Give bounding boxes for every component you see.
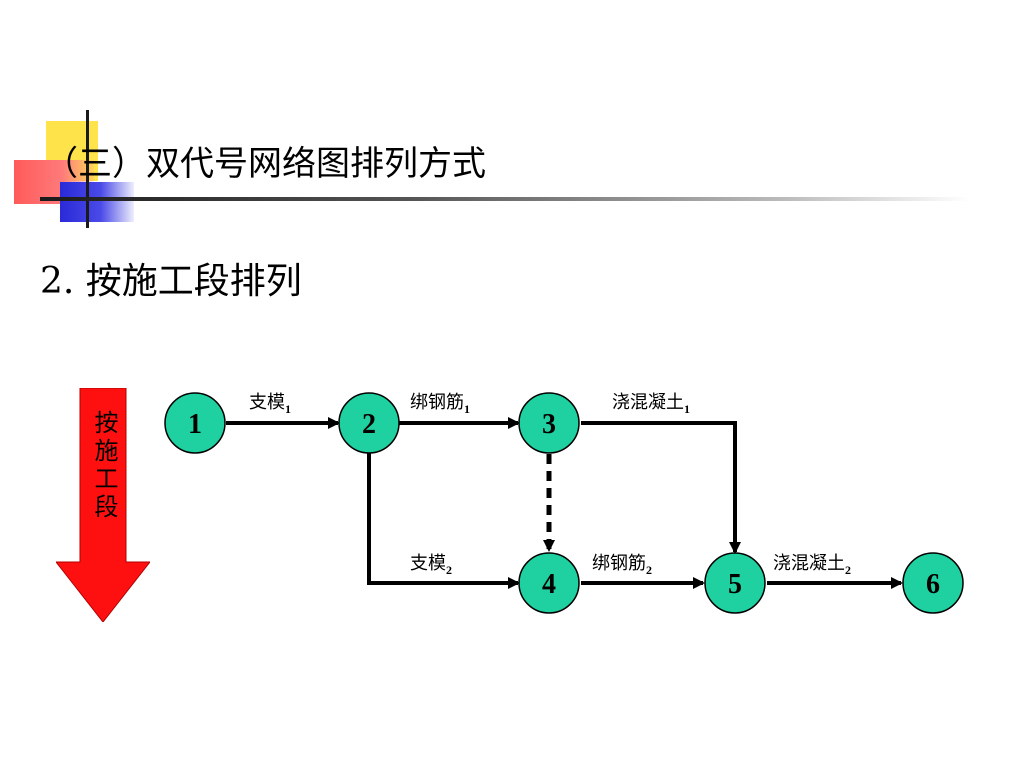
node-1: 1	[164, 392, 226, 454]
edge-label-1-2: 支模1	[249, 392, 291, 416]
edge-label-2-4: 支模2	[410, 553, 452, 577]
node-5-label: 5	[728, 569, 742, 600]
node-2-label: 2	[362, 409, 376, 440]
title-decoration-blue	[60, 182, 134, 222]
side-arrow-label: 按施工段	[90, 410, 118, 522]
edge-3-5	[581, 421, 741, 554]
edge-2-4	[367, 453, 520, 589]
down-arrow-icon	[56, 388, 150, 622]
slide-subtitle: 2. 按施工段排列	[40, 261, 302, 302]
node-2: 2	[338, 392, 400, 454]
node-4-label: 4	[542, 569, 556, 600]
edge-label-2-3: 绑钢筋1	[410, 392, 470, 416]
node-3: 3	[518, 392, 580, 454]
edge-label-4-5: 绑钢筋2	[592, 553, 652, 577]
node-5: 5	[704, 552, 766, 614]
title-underline	[40, 197, 970, 201]
node-1-label: 1	[188, 409, 202, 440]
node-6: 6	[902, 552, 964, 614]
title-decoration-vertical-line	[86, 110, 89, 228]
slide-title: （三）双代号网络图排列方式	[44, 144, 486, 184]
node-3-label: 3	[542, 409, 556, 440]
node-6-label: 6	[926, 569, 940, 600]
edge-label-5-6: 浇混凝土2	[773, 553, 851, 577]
node-4: 4	[518, 552, 580, 614]
section-direction-arrow: 按施工段	[56, 388, 150, 622]
edge-label-3-5: 浇混凝土1	[612, 392, 690, 416]
